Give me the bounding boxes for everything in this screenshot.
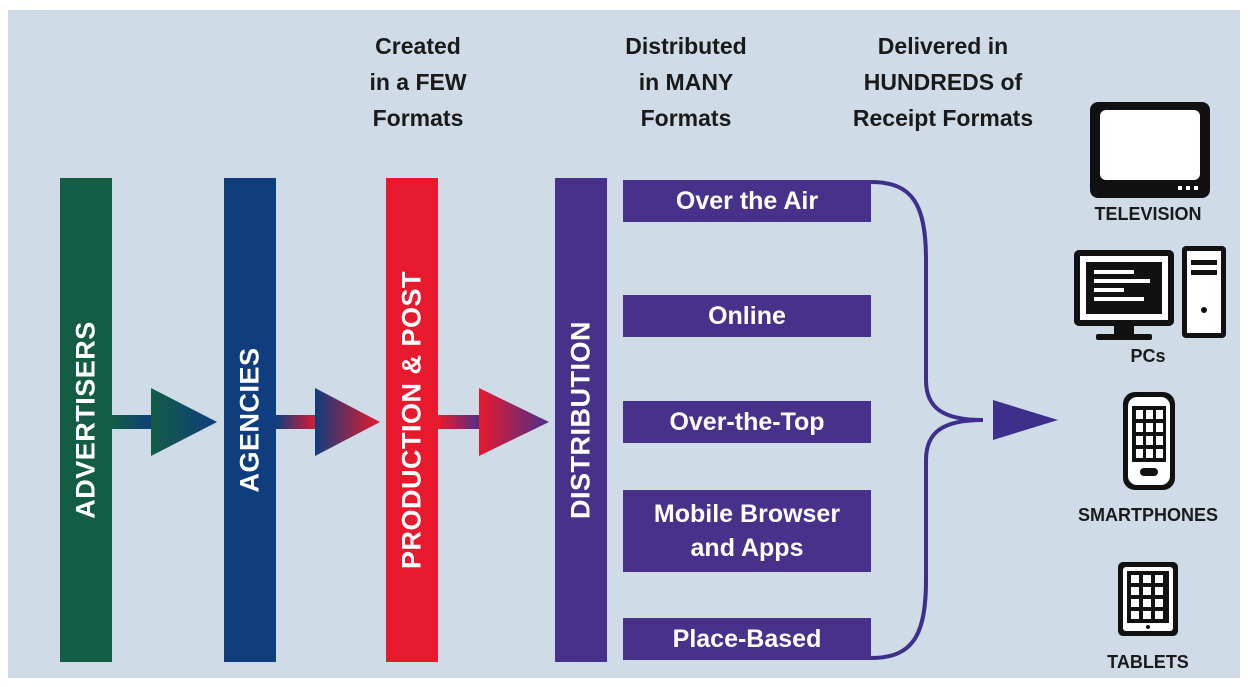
television-icon [1090,102,1210,198]
arrow-to-devices [993,400,1058,440]
stage-advertisers: ADVERTISERS [60,178,112,662]
device-label-pcs: PCs [1130,346,1166,366]
arrow-advertisers-to-agencies [112,388,217,456]
stage-production-post: PRODUCTION & POST [386,178,438,662]
pc-icon [1074,246,1226,340]
header-distributed: Distributed in MANY Formats [625,33,747,131]
header-created: Created in a FEW Formats [369,33,467,131]
stage-distribution: DISTRIBUTION [555,178,607,662]
channel-place-based: Place-Based [623,618,871,660]
brace-connector [870,180,984,660]
tablet-icon [1118,562,1178,636]
channel-mobile-browser-apps: Mobile Browser and Apps [623,490,871,572]
device-label-smartphones: SMARTPHONES [1077,505,1218,525]
header-delivered: Delivered in HUNDREDS of Receipt Formats [852,33,1034,131]
arrow-agencies-to-production [276,388,380,456]
flow-graphics [112,102,1226,660]
diagram-canvas: Created in a FEW Formats Distributed in … [8,10,1240,678]
smartphone-icon [1123,392,1175,490]
arrow-production-to-distribution [438,388,549,456]
channel-online: Online [623,295,871,337]
device-label-television: TELEVISION [1094,204,1202,224]
channel-over-the-air: Over the Air [623,180,871,222]
channel-over-the-top: Over-the-Top [623,401,871,443]
stage-agencies: AGENCIES [224,178,276,662]
device-label-tablets: TABLETS [1107,652,1189,672]
